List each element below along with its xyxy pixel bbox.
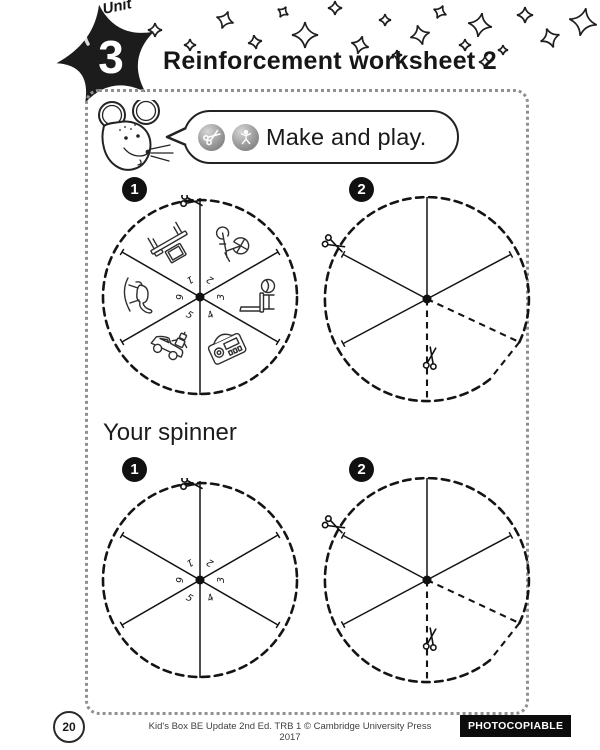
tricycle-icon bbox=[215, 226, 250, 262]
starburst-icon bbox=[56, 4, 154, 103]
spinner-number: 6 bbox=[173, 294, 184, 300]
starburst-gloss bbox=[82, 18, 90, 46]
spinner-number: 4 bbox=[205, 592, 216, 605]
computer-desk-icon bbox=[147, 221, 188, 264]
spinner-2-badge: 2 bbox=[349, 457, 374, 482]
spinner-number: 3 bbox=[216, 294, 227, 300]
spinner-2-badge: 2 bbox=[349, 177, 374, 202]
spinner-2-base bbox=[320, 195, 531, 403]
spinner-number: 6 bbox=[173, 577, 184, 583]
star-icon bbox=[379, 14, 391, 26]
your-spinner-heading: Your spinner bbox=[103, 419, 237, 446]
cut-icon bbox=[198, 123, 225, 151]
spinner-1-badge: 1 bbox=[122, 177, 147, 202]
copyright-text: Kid's Box BE Update 2nd Ed. TRB 1 © Camb… bbox=[148, 721, 432, 743]
unit-label: Unit bbox=[101, 0, 134, 18]
spinner-number: 5 bbox=[184, 592, 195, 605]
mouse-icon bbox=[98, 100, 174, 171]
toy-car-icon bbox=[150, 331, 188, 361]
star-icon bbox=[517, 7, 533, 23]
cut-line-circle bbox=[323, 476, 531, 684]
photocopiable-badge: PHOTOCOPIABLE bbox=[460, 715, 572, 737]
star-icon bbox=[566, 5, 599, 38]
chair-ball-icon bbox=[239, 278, 276, 313]
instruction-text: Make and play. bbox=[266, 123, 427, 150]
make-icon bbox=[232, 123, 259, 151]
speech-bubble-tail bbox=[165, 126, 187, 147]
star-icon bbox=[498, 45, 508, 55]
spinner-number: 2 bbox=[205, 273, 216, 286]
star-icon bbox=[466, 11, 494, 39]
spinner-number: 2 bbox=[205, 556, 216, 569]
page-title: Reinforcement worksheet 2 bbox=[163, 47, 497, 75]
scissors-icon bbox=[422, 345, 441, 371]
spinner-center-dot bbox=[195, 575, 205, 585]
spinner-number: 1 bbox=[184, 556, 195, 569]
worksheet-frame bbox=[85, 89, 529, 715]
spinner-number: 1 bbox=[184, 273, 195, 286]
star-icon bbox=[213, 8, 236, 31]
spinner-center-dot bbox=[422, 575, 432, 585]
cassette-player-icon bbox=[207, 332, 247, 365]
spinner-1-toys: 1 2 3 4 5 6 bbox=[101, 195, 299, 396]
scissors-icon bbox=[422, 626, 441, 652]
star-icon bbox=[408, 23, 432, 47]
spinner-center-dot bbox=[195, 292, 205, 302]
page-number-badge: 20 bbox=[53, 711, 85, 743]
cut-line-circle bbox=[323, 195, 531, 403]
spinner-1-blank: 1 2 3 4 5 6 bbox=[101, 478, 299, 679]
rocking-horse-icon bbox=[123, 277, 153, 314]
star-icon bbox=[328, 1, 342, 15]
spinner-number: 4 bbox=[205, 309, 216, 322]
spinner-1-badge: 1 bbox=[122, 457, 147, 482]
spinner-2-base bbox=[320, 476, 531, 684]
star-icon bbox=[292, 22, 318, 48]
speech-bubble: Make and play. bbox=[183, 110, 459, 164]
star-icon bbox=[275, 4, 291, 20]
scissors-icon bbox=[320, 514, 347, 537]
unit-badge: 3 Unit bbox=[56, 0, 154, 103]
spinner-number: 3 bbox=[216, 577, 227, 583]
star-icon bbox=[537, 25, 563, 51]
spinner-number: 5 bbox=[184, 309, 195, 322]
scissors-icon bbox=[320, 233, 347, 256]
unit-number: 3 bbox=[98, 31, 124, 83]
star-icon bbox=[431, 3, 450, 22]
spinner-center-dot bbox=[422, 294, 432, 304]
